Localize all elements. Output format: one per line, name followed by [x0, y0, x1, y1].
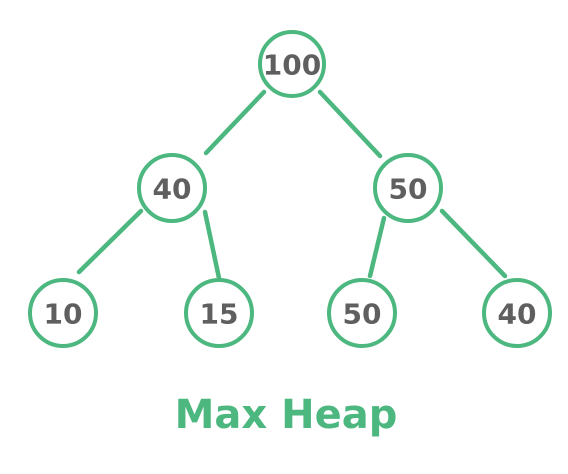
heap-node-right: 50 — [373, 153, 443, 223]
edge-r-rl — [367, 215, 387, 279]
diagram-title: Max Heap — [175, 392, 398, 438]
heap-node-left-left: 10 — [28, 278, 98, 348]
heap-node-left-right: 15 — [184, 278, 254, 348]
node-value: 50 — [343, 298, 382, 331]
heap-node-left: 40 — [137, 153, 207, 223]
node-value: 40 — [498, 298, 537, 331]
edge-root-l — [203, 89, 267, 156]
node-value: 10 — [44, 298, 83, 331]
edges — [76, 89, 508, 281]
heap-node-root: 100 — [258, 30, 326, 98]
edge-root-r — [317, 89, 383, 159]
node-value: 15 — [200, 298, 239, 331]
node-value: 50 — [389, 173, 428, 206]
edge-r-rr — [439, 208, 508, 279]
edge-l-lr — [202, 209, 222, 281]
node-value: 40 — [153, 173, 192, 206]
node-value: 100 — [263, 49, 321, 82]
heap-node-right-left: 50 — [327, 278, 397, 348]
edge-l-ll — [76, 208, 144, 275]
heap-node-right-right: 40 — [482, 278, 552, 348]
nodes: 100 40 50 10 15 50 40 — [28, 30, 552, 348]
